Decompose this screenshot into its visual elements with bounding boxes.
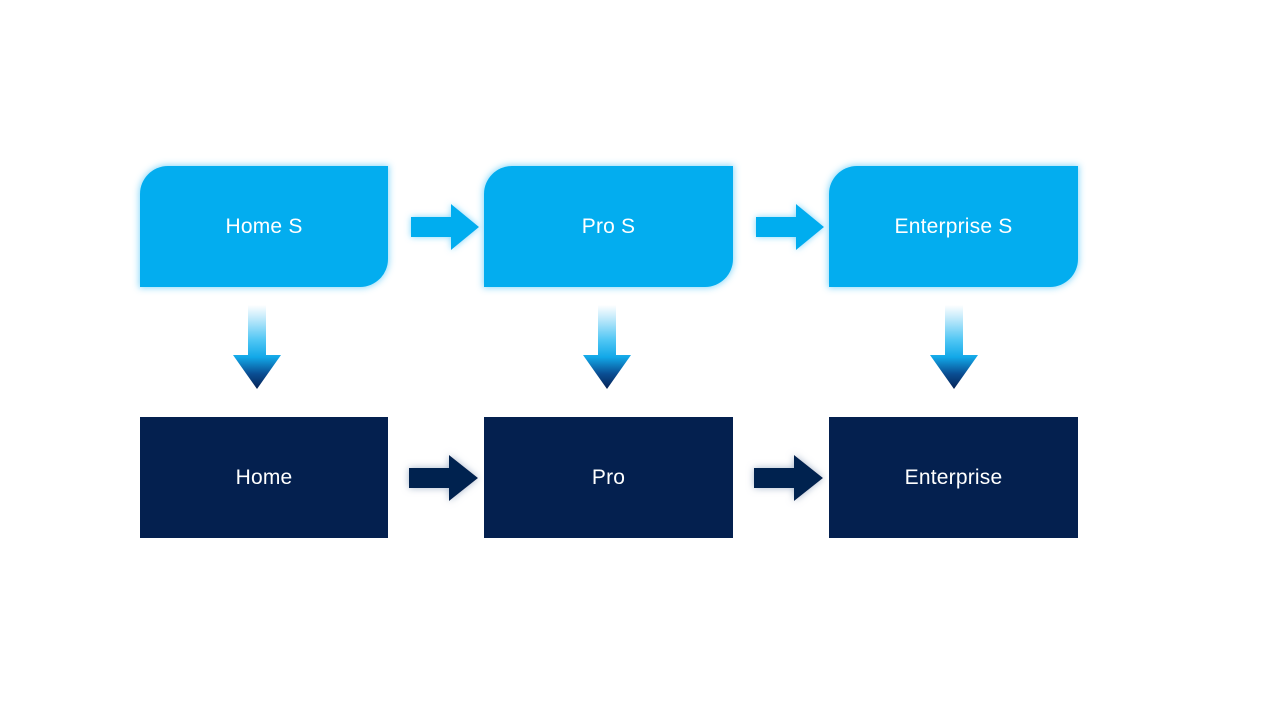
node-label-pro: Pro: [591, 465, 626, 489]
node-label-pro-s: Pro S: [581, 214, 636, 238]
node-label-home: Home: [235, 465, 293, 489]
down-arrow-pro-icon: [581, 305, 633, 393]
node-enterprise-s[interactable]: Enterprise S: [829, 166, 1078, 287]
node-home[interactable]: Home: [140, 417, 388, 538]
node-pro[interactable]: Pro: [484, 417, 733, 538]
node-home-s[interactable]: Home S: [140, 166, 388, 287]
down-arrow-enterprise-icon: [928, 305, 980, 393]
product-arrow-right-icon-1: [400, 449, 484, 507]
node-label-home-s: Home S: [225, 214, 303, 238]
node-pro-s[interactable]: Pro S: [484, 166, 733, 287]
node-enterprise[interactable]: Enterprise: [829, 417, 1078, 538]
service-arrow-right-icon-2: [749, 198, 829, 256]
node-label-enterprise: Enterprise: [904, 465, 1003, 489]
down-arrow-home-icon: [231, 305, 283, 393]
product-arrow-right-icon-2: [745, 449, 829, 507]
node-label-enterprise-s: Enterprise S: [894, 214, 1013, 238]
service-arrow-right-icon-1: [404, 198, 484, 256]
